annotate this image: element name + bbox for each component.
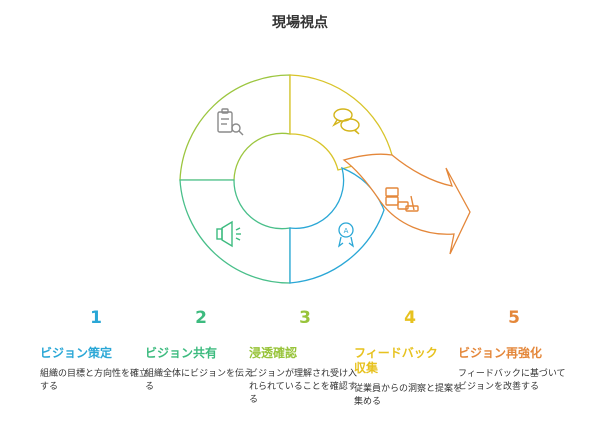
step-3: 3 浸透確認 ビジョンが理解され受け入れられていることを確認する (249, 308, 361, 407)
award-icon: A (337, 222, 355, 248)
step-5: 5 ビジョン再強化 フィードバックに基づいてビジョンを改善する (458, 308, 570, 394)
step-4-number: 4 (404, 308, 416, 328)
clipboard-search-icon (217, 108, 244, 136)
page-title: 現場視点 (272, 15, 328, 31)
step-1-title: ビジョン策定 (40, 346, 113, 360)
step-2: 2 ビジョン共有 組織全体にビジョンを伝える (145, 308, 257, 394)
step-4-description: 従業員からの洞察と提案を集める (354, 384, 463, 407)
step-1: 1 ビジョン策定 組織の目標と方向性を確立する (40, 308, 152, 394)
step-2-description: 組織全体にビジョンを伝える (145, 369, 254, 392)
step-4: 4 フィードバック 収集 従業員からの洞察と提案を集める (354, 308, 466, 409)
step-5-description: フィードバックに基づいてビジョンを改善する (458, 369, 566, 392)
step-1-number: 1 (90, 308, 102, 328)
svg-text:A: A (344, 227, 349, 235)
step-2-title: ビジョン共有 (145, 346, 218, 360)
chat-bubbles-icon (332, 108, 360, 135)
ring-segment-left (179, 179, 291, 284)
ring-segment-top (179, 74, 291, 181)
cycle-arrow (342, 153, 471, 255)
ring-segment-bottom-right (289, 166, 385, 284)
step-3-number: 3 (299, 308, 311, 328)
step-3-description: ビジョンが理解され受け入れられていることを確認する (249, 369, 358, 405)
step-1-description: 組織の目標と方向性を確立する (40, 369, 149, 392)
step-5-number: 5 (508, 308, 520, 328)
step-3-title: 浸透確認 (249, 346, 298, 360)
step-4-title: フィードバック 収集 (354, 346, 438, 375)
megaphone-icon (216, 220, 241, 248)
cycle-diagram: A (179, 74, 471, 284)
step-5-title: ビジョン再強化 (458, 346, 543, 360)
gavel-blocks-icon (385, 187, 419, 212)
step-2-number: 2 (195, 308, 207, 328)
